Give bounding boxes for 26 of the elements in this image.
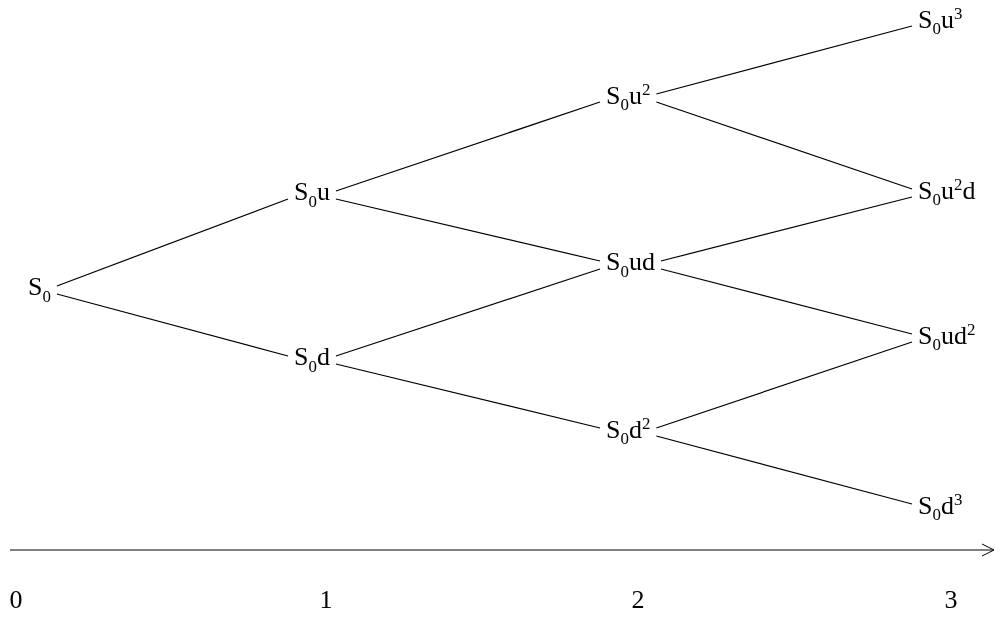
tree-branch-line [655, 25, 913, 95]
node-label: S$_{0}$u$^{2}$d [916, 174, 978, 212]
tree-branch-line [655, 101, 913, 190]
node-label: S$_{0}$u$^{3}$ [916, 3, 965, 41]
time-step-label: 3 [944, 587, 958, 613]
tree-branch-line [56, 198, 289, 287]
node-label: S$_{0}$d$^{2}$ [604, 413, 653, 451]
node-label: S$_{0}$u$^{2}$ [604, 79, 653, 117]
node-label: S$_{0}$ud [604, 247, 657, 283]
node-label: S$_{0}$d [292, 342, 332, 378]
tree-branch-line [660, 196, 913, 262]
tree-branch-line [335, 268, 601, 357]
node-label: S$_{0}$ud$^{2}$ [916, 319, 978, 357]
time-step-label: 2 [631, 587, 645, 613]
tree-branch-line [335, 198, 601, 262]
time-step-label: 0 [9, 587, 23, 613]
tree-branch-line [335, 363, 601, 429]
tree-branch-line [655, 435, 913, 505]
tree-branch-line [655, 341, 913, 429]
tree-branch-line [335, 101, 601, 192]
tree-branch-line [56, 293, 289, 357]
node-label: S$_{0}$ [26, 272, 53, 308]
node-label: S$_{0}$d$^{3}$ [916, 489, 965, 527]
tree-branch-line [660, 268, 913, 335]
node-label: S$_{0}$u [292, 177, 332, 213]
time-step-label: 1 [319, 587, 333, 613]
